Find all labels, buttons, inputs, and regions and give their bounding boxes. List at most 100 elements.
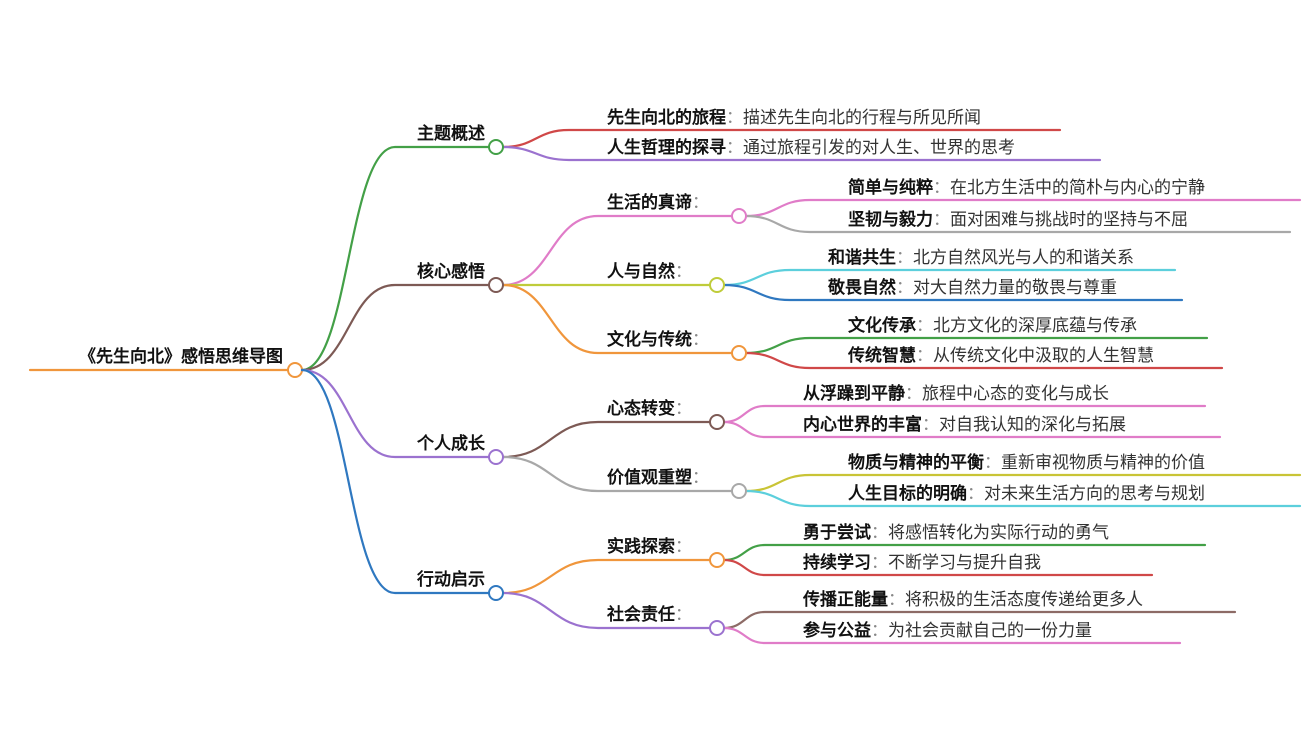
root-title: 《先生向北》感悟思维导图 [79, 346, 283, 367]
branch-node[interactable]: 个人成长心态转变：从浮躁到平静：旅程中心态的变化与成长内心世界的丰富：对自我认知… [300, 368, 1302, 508]
leaf-node[interactable]: 从浮躁到平静：旅程中心态的变化与成长 [722, 383, 1207, 424]
branch-node[interactable]: 行动启示实践探索：勇于尝试：将感悟转化为实际行动的勇气持续学习：不断学习与提升自… [300, 368, 1237, 645]
topic-connector [501, 455, 734, 493]
topic-node[interactable]: 心态转变：从浮躁到平静：旅程中心态的变化与成长内心世界的丰富：对自我认知的深化与… [501, 383, 1222, 459]
colon: ： [675, 399, 692, 419]
branch-node[interactable]: 主题概述先生向北的旅程：描述先生向北的行程与所见所闻人生哲理的探寻：通过旅程引发… [300, 107, 1102, 372]
collapse-toggle[interactable] [709, 414, 725, 430]
topic-label: 实践探索 [607, 536, 675, 557]
leaf-node[interactable]: 勇于尝试：将感悟转化为实际行动的勇气 [722, 522, 1207, 562]
leaf-description: 对自我认知的深化与拓展 [939, 415, 1126, 435]
leaf-node[interactable]: 传播正能量：将积极的生活态度传递给更多人 [722, 589, 1237, 630]
leaf-description: 从传统文化中汲取的人生智慧 [933, 346, 1154, 366]
topic-text: 心态转变： [607, 398, 692, 419]
colon: ： [871, 523, 888, 543]
colon: ： [933, 178, 950, 198]
topic-text: 实践探索： [607, 536, 692, 557]
colon: ： [692, 330, 709, 350]
leaf-text: 敬畏自然：对大自然力量的敬畏与尊重 [827, 277, 1117, 298]
leaf-label: 参与公益 [803, 620, 871, 641]
leaf-connector [722, 626, 1182, 645]
leaf-label: 先生向北的旅程 [607, 107, 726, 128]
branch-connector [300, 368, 491, 595]
leaf-description: 不断学习与提升自我 [888, 553, 1041, 573]
collapse-toggle[interactable] [731, 345, 747, 361]
leaf-node[interactable]: 人生哲理的探寻：通过旅程引发的对人生、世界的思考 [501, 137, 1102, 162]
branch-connector [300, 368, 491, 459]
leaf-node[interactable]: 敬畏自然：对大自然力量的敬畏与尊重 [722, 277, 1184, 302]
leaf-node[interactable]: 内心世界的丰富：对自我认知的深化与拓展 [722, 414, 1222, 439]
leaf-text: 文化传承：北方文化的深厚底蕴与传承 [848, 315, 1137, 336]
collapse-toggle[interactable] [731, 208, 747, 224]
topic-connector [501, 283, 734, 355]
collapse-toggle[interactable] [488, 277, 504, 293]
colon: ： [905, 384, 922, 404]
colon: ： [871, 553, 888, 573]
topic-label: 文化与传统 [607, 329, 692, 350]
collapse-toggle[interactable] [488, 139, 504, 155]
leaf-description: 为社会贡献自己的一份力量 [888, 621, 1092, 641]
topic-connector [501, 214, 734, 287]
collapse-toggle[interactable] [731, 483, 747, 499]
colon: ： [675, 605, 692, 625]
leaf-node[interactable]: 人生目标的明确：对未来生活方向的思考与规划 [744, 483, 1302, 508]
branch-label: 行动启示 [416, 569, 485, 590]
leaf-label: 敬畏自然 [827, 277, 896, 298]
leaf-connector [722, 420, 1222, 439]
topic-connector [501, 591, 712, 630]
branch-node[interactable]: 核心感悟生活的真谛：简单与纯粹：在北方生活中的简朴与内心的宁静坚韧与毅力：面对困… [300, 177, 1302, 372]
collapse-toggle[interactable] [287, 362, 303, 378]
leaf-connector [744, 351, 1224, 370]
collapse-toggle[interactable] [709, 552, 725, 568]
colon: ： [896, 278, 913, 298]
leaf-node[interactable]: 坚韧与毅力：面对困难与挑战时的坚持与不屈 [744, 209, 1292, 234]
topic-label: 社会责任 [606, 604, 675, 625]
leaf-label: 传统智慧 [847, 345, 916, 366]
leaf-description: 北方自然风光与人的和谐关系 [913, 248, 1134, 268]
leaf-label: 和谐共生 [828, 247, 896, 268]
branch-label: 核心感悟 [417, 261, 485, 282]
colon: ： [967, 484, 984, 504]
leaf-description: 北方文化的深厚底蕴与传承 [933, 316, 1137, 336]
branches: 主题概述先生向北的旅程：描述先生向北的行程与所见所闻人生哲理的探寻：通过旅程引发… [300, 107, 1302, 645]
leaf-text: 从浮躁到平静：旅程中心态的变化与成长 [803, 383, 1109, 404]
leaf-text: 人生目标的明确：对未来生活方向的思考与规划 [848, 483, 1205, 504]
leaf-node[interactable]: 持续学习：不断学习与提升自我 [722, 552, 1154, 577]
leaf-description: 对大自然力量的敬畏与尊重 [913, 278, 1117, 298]
topic-connector [501, 420, 712, 459]
topic-node[interactable]: 社会责任：传播正能量：将积极的生活态度传递给更多人参与公益：为社会贡献自己的一份… [501, 589, 1237, 645]
leaf-node[interactable]: 参与公益：为社会贡献自己的一份力量 [722, 620, 1182, 645]
leaf-description: 描述先生向北的行程与所见所闻 [743, 108, 981, 128]
branch-label: 个人成长 [416, 433, 486, 454]
topic-label: 人与自然 [607, 261, 675, 282]
leaf-description: 旅程中心态的变化与成长 [922, 384, 1109, 404]
leaf-connector [722, 283, 1184, 302]
leaf-node[interactable]: 传统智慧：从传统文化中汲取的人生智慧 [744, 345, 1224, 370]
colon: ： [726, 108, 743, 128]
leaf-text: 传统智慧：从传统文化中汲取的人生智慧 [847, 345, 1154, 366]
collapse-toggle[interactable] [709, 277, 725, 293]
collapse-toggle[interactable] [488, 449, 504, 465]
collapse-toggle[interactable] [709, 620, 725, 636]
leaf-description: 将感悟转化为实际行动的勇气 [888, 523, 1109, 543]
topic-text: 生活的真谛： [607, 192, 709, 213]
leaf-label: 人生目标的明确 [848, 483, 967, 504]
leaf-label: 坚韧与毅力 [848, 209, 933, 230]
topic-node[interactable]: 文化与传统： 文化传承：北方文化的深厚底蕴与传承传统智慧：从传统文化中汲取的人生智… [501, 283, 1224, 370]
topic-node[interactable]: 价值观重塑：物质与精神的平衡：重新审视物质与精神的价值人生目标的明确：对未来生活… [501, 452, 1302, 508]
topic-node[interactable]: 生活的真谛：简单与纯粹：在北方生活中的简朴与内心的宁静坚韧与毅力：面对困难与挑战… [501, 177, 1302, 287]
colon: ： [888, 590, 905, 610]
leaf-label: 简单与纯粹 [848, 177, 933, 198]
colon: ： [871, 621, 888, 641]
leaf-node[interactable]: 先生向北的旅程：描述先生向北的行程与所见所闻 [501, 107, 1062, 149]
topic-label: 心态转变 [607, 398, 675, 419]
leaf-label: 人生哲理的探寻 [607, 137, 726, 158]
collapse-toggle[interactable] [488, 585, 504, 601]
leaf-label: 内心世界的丰富 [803, 414, 922, 435]
colon: ： [896, 248, 913, 268]
root-node[interactable]: 《先生向北》感悟思维导图 [28, 346, 303, 378]
branch-connector [300, 145, 491, 372]
leaf-text: 传播正能量：将积极的生活态度传递给更多人 [802, 589, 1143, 610]
